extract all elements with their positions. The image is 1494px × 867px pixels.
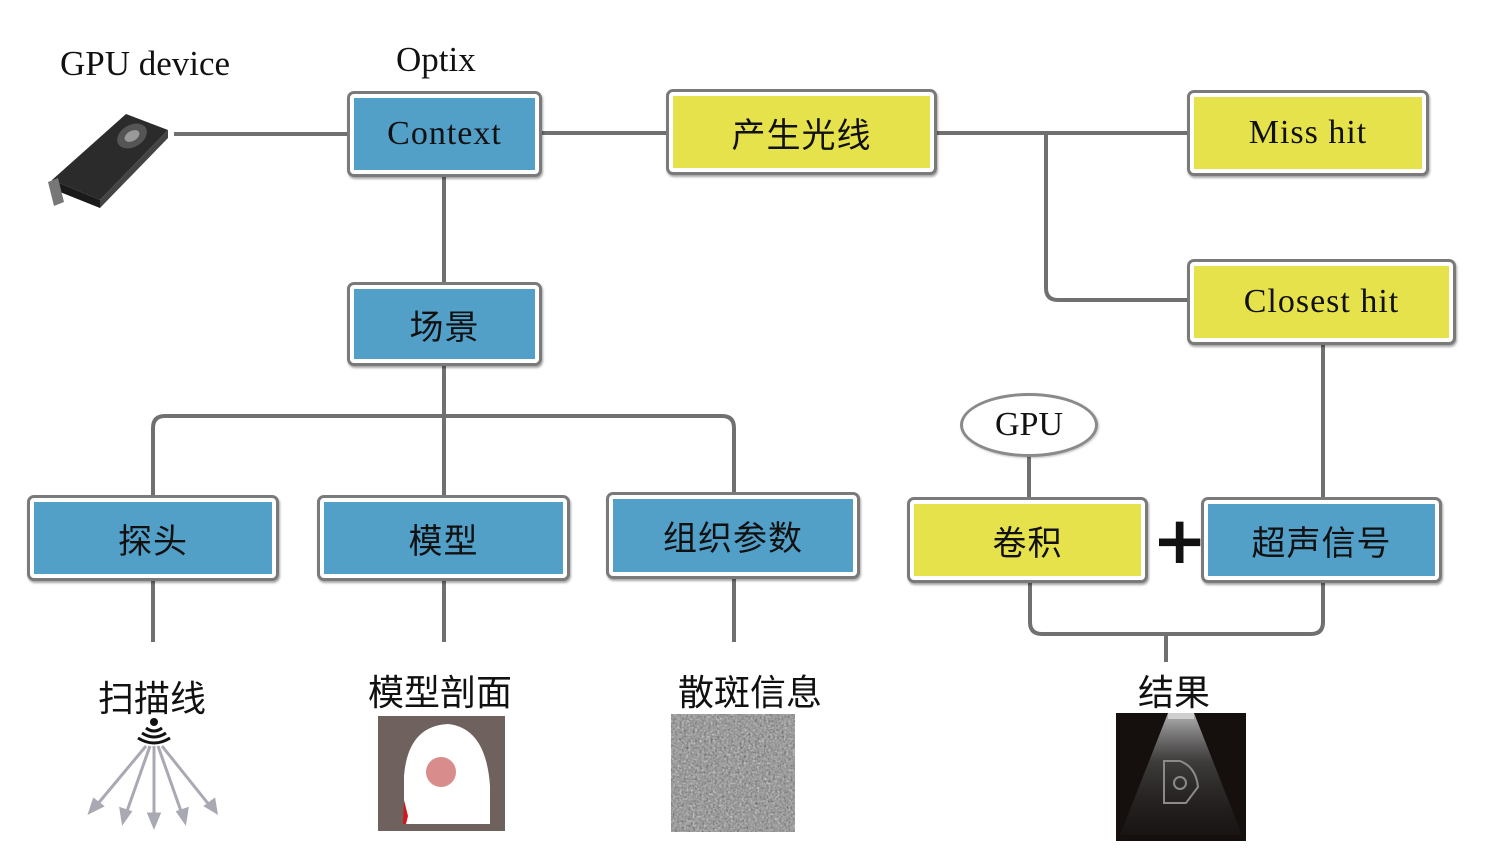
gpu-card-icon: [48, 114, 168, 208]
phantom-section-image: [378, 716, 505, 831]
optix-label: Optix: [396, 40, 476, 79]
model-node[interactable]: 模型: [317, 495, 570, 581]
convolution-node[interactable]: 卷积: [907, 497, 1148, 583]
convolution-label: 卷积: [914, 504, 1141, 576]
probe-label: 探头: [34, 502, 272, 574]
scene-label: 场景: [354, 289, 535, 359]
gpu-device-label: GPU device: [60, 44, 231, 83]
miss-hit-label: Miss hit: [1194, 97, 1422, 169]
miss-hit-node[interactable]: Miss hit: [1187, 90, 1429, 176]
gpu-ellipse-node[interactable]: GPU: [960, 393, 1098, 457]
tissue-params-node[interactable]: 组织参数: [606, 492, 860, 579]
link-rays-closest: [1044, 133, 1190, 302]
result-label: 结果: [1138, 673, 1211, 713]
ultrasound-beam-icon: [87, 718, 219, 830]
ultrasound-result-image: [1116, 713, 1246, 841]
generate-rays-node[interactable]: 产生光线: [666, 89, 937, 175]
model-section-label: 模型剖面: [368, 673, 513, 713]
speckle-noise-image: [671, 714, 795, 832]
model-label: 模型: [324, 502, 563, 574]
scene-node[interactable]: 场景: [347, 282, 542, 366]
speckle-info-label: 散斑信息: [678, 673, 823, 713]
generate-rays-label: 产生光线: [673, 96, 930, 168]
link-merge: [1028, 582, 1325, 636]
tissue-params-label: 组织参数: [613, 499, 853, 572]
context-label: Context: [354, 98, 535, 170]
context-node[interactable]: Context: [347, 91, 542, 177]
scan-lines-label: 扫描线: [98, 679, 207, 719]
probe-node[interactable]: 探头: [27, 495, 279, 581]
ultrasound-signal-node[interactable]: 超声信号: [1201, 497, 1442, 583]
plus-operator: +: [1152, 502, 1208, 579]
closest-hit-node[interactable]: Closest hit: [1187, 259, 1456, 345]
closest-hit-label: Closest hit: [1194, 266, 1449, 338]
ultrasound-signal-label: 超声信号: [1208, 504, 1435, 576]
